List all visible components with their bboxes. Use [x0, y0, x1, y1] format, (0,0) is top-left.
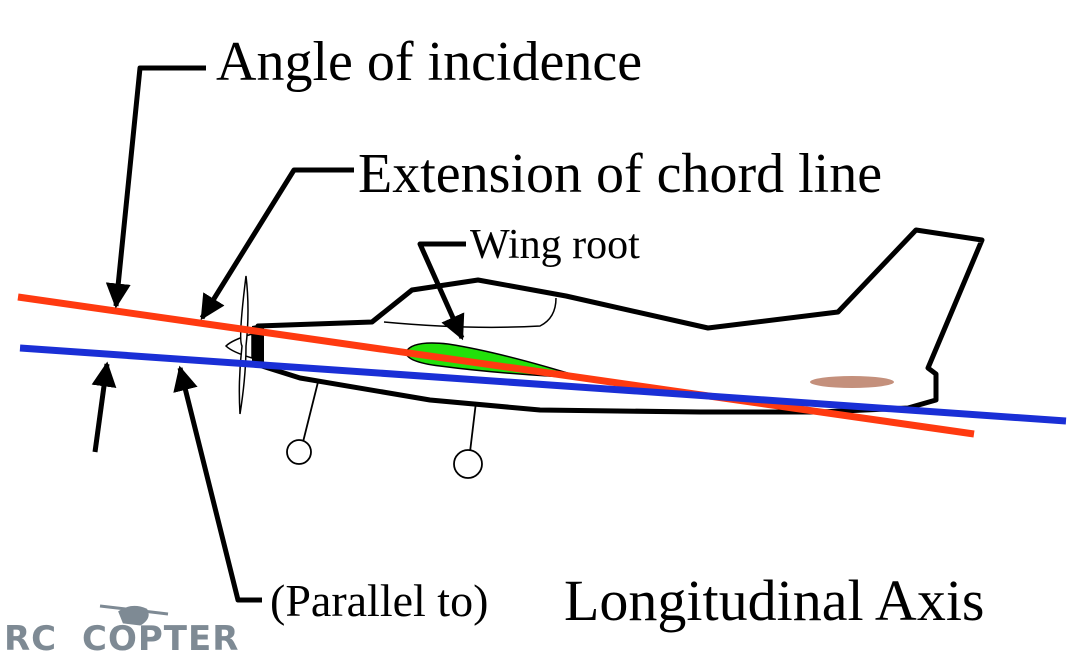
angle-lower-arrow	[91, 361, 117, 453]
canopy-line	[383, 297, 557, 329]
front-gear-strut	[301, 381, 319, 447]
chord-leader-line	[199, 167, 354, 321]
chord-line-extension	[17, 293, 975, 438]
main-wheel	[453, 449, 483, 479]
logo-copter-text: COPTER	[82, 619, 239, 659]
rc-copter-logo: RC COPTER	[4, 604, 239, 659]
helicopter-icon	[99, 604, 169, 626]
spinner	[224, 332, 253, 360]
front-wheel	[286, 439, 312, 465]
extension-of-chord-line-label: Extension of chord line	[358, 143, 882, 205]
wing-root-leader-line	[417, 241, 466, 341]
tail-marking	[810, 376, 894, 388]
angle-leader-line	[105, 65, 206, 309]
parallel-to-label: (Parallel to)	[270, 575, 488, 626]
main-gear-strut	[469, 401, 477, 453]
wing-root-label: Wing root	[470, 222, 640, 268]
angle-of-incidence-label: Angle of incidence	[216, 31, 642, 93]
axis-leader-line	[173, 365, 262, 603]
airplane-icon	[224, 227, 985, 479]
logo-rc-text: RC	[4, 619, 57, 659]
longitudinal-axis-line	[19, 344, 1067, 425]
longitudinal-axis-label: Longitudinal Axis	[564, 568, 985, 633]
propeller-icon	[238, 275, 249, 415]
